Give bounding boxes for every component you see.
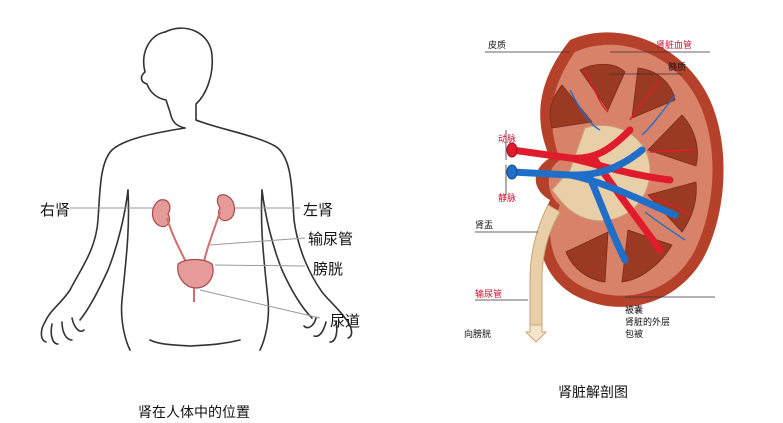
ureter-right-shape — [166, 217, 187, 263]
label-medulla: 髓质 — [668, 63, 687, 73]
label-ureter: 输尿管 — [308, 230, 354, 248]
label-urethra: 尿道 — [330, 312, 361, 330]
label-ureter-right: 输尿管 — [475, 290, 503, 300]
vein-shape — [508, 146, 679, 264]
label-capsule: 被囊 — [625, 306, 644, 316]
body-location-diagram: 右肾 左肾 输尿管 膀胱 尿道 肾在人体中的位置 — [40, 27, 361, 421]
label-renal-vessels: 肾脏血管 — [656, 41, 693, 51]
label-capsule-desc-2: 包被 — [625, 330, 644, 340]
bladder-shape — [177, 258, 214, 289]
label-left-kidney: 左肾 — [303, 201, 334, 219]
right-kidney-shape — [151, 199, 171, 228]
label-cortex: 皮质 — [488, 41, 507, 51]
medulla-pyramids — [549, 63, 698, 283]
caption-kidney-location: 肾在人体中的位置 — [138, 405, 250, 421]
label-renal-pelvis: 肾盂 — [475, 221, 494, 231]
label-right-kidney: 右肾 — [40, 201, 71, 219]
left-kidney-shape — [216, 194, 235, 222]
label-artery: 动脉 — [498, 135, 517, 145]
arrow-down-icon — [524, 324, 548, 343]
ureter-left-shape — [203, 211, 221, 263]
kidney-cross-section-figure — [475, 32, 724, 343]
body-outline-figure — [40, 27, 353, 351]
label-to-bladder: 向膀胱 — [464, 330, 492, 340]
label-vein: 静脉 — [498, 194, 517, 204]
caption-kidney-anatomy: 肾脏解剖图 — [558, 385, 628, 401]
label-capsule-desc-1: 肾脏的外层 — [625, 318, 671, 328]
label-bladder: 膀胱 — [313, 260, 344, 278]
kidney-anatomy-diagram: 皮质 肾脏血管 髓质 动脉 静脉 肾盂 输尿管 向膀胱 被囊 肾脏的外层 包被 … — [420, 0, 783, 423]
